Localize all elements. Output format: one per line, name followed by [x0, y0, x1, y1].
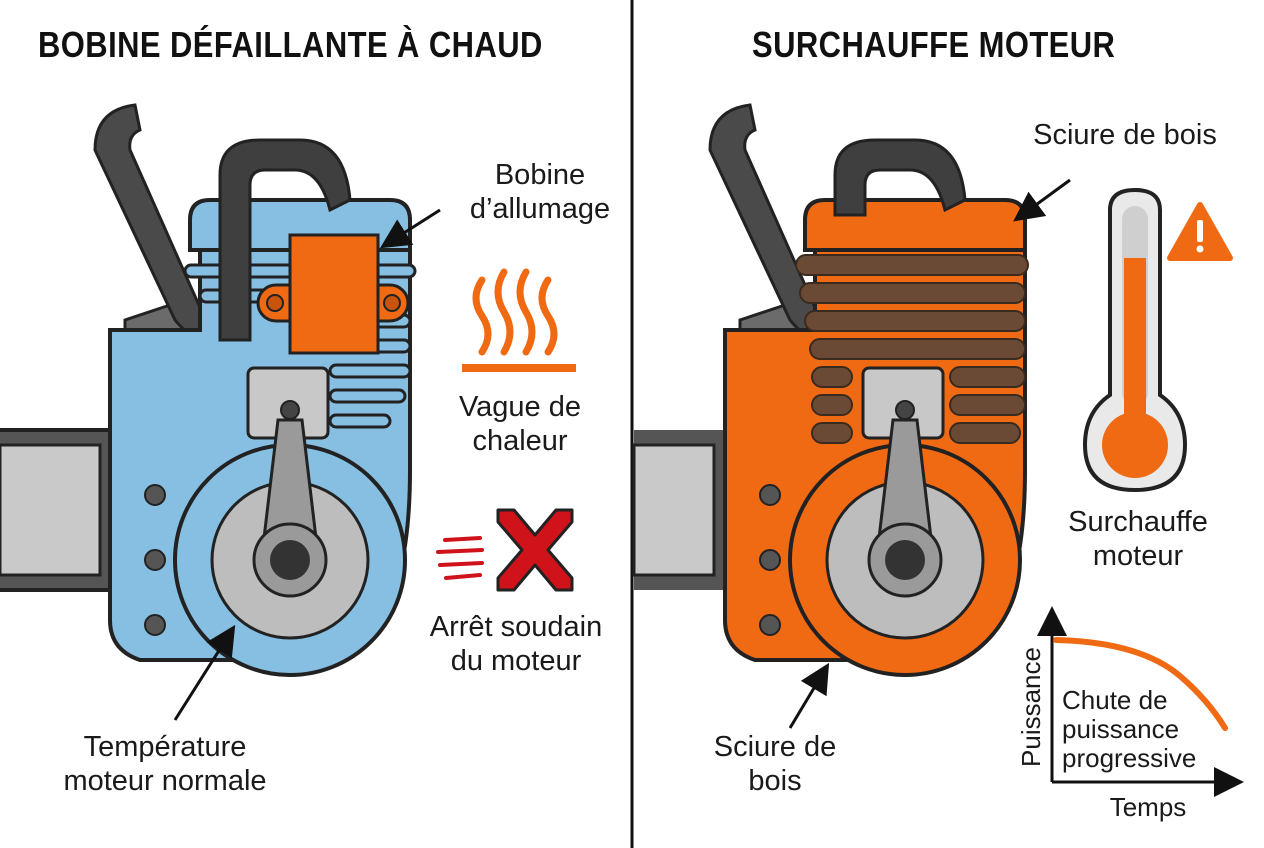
right-chainsaw	[632, 103, 1029, 677]
top-handle	[218, 138, 352, 342]
guide-bar	[0, 428, 110, 592]
power-curve	[1053, 637, 1228, 731]
left-title: BOBINE DÉFAILLANTE À CHAUD	[38, 24, 543, 65]
graph-xlabel: Temps	[1109, 792, 1187, 822]
sawdust-top-label: Sciure de bois	[1033, 119, 1217, 151]
graph-ylabel: Puissance	[1016, 647, 1046, 767]
heat-wave-icon	[462, 268, 576, 372]
coil-arrow	[379, 208, 441, 249]
left-chainsaw	[0, 103, 417, 677]
thermometer-icon	[1082, 187, 1188, 493]
warning-icon	[1167, 202, 1233, 261]
ignition-coil-icon	[256, 233, 410, 355]
right-title: SURCHAUFFE MOTEUR	[752, 24, 1116, 65]
sawdust-bottom-arrow	[788, 662, 830, 729]
sawdust-top-arrow	[1013, 178, 1071, 222]
power-drop-graph	[1037, 606, 1244, 797]
stop-x-icon	[436, 508, 574, 592]
temp-arrow	[173, 624, 236, 721]
bolts	[144, 484, 166, 636]
guide-bar-right	[632, 430, 724, 590]
sawdust-clogged-fins	[795, 254, 1029, 444]
